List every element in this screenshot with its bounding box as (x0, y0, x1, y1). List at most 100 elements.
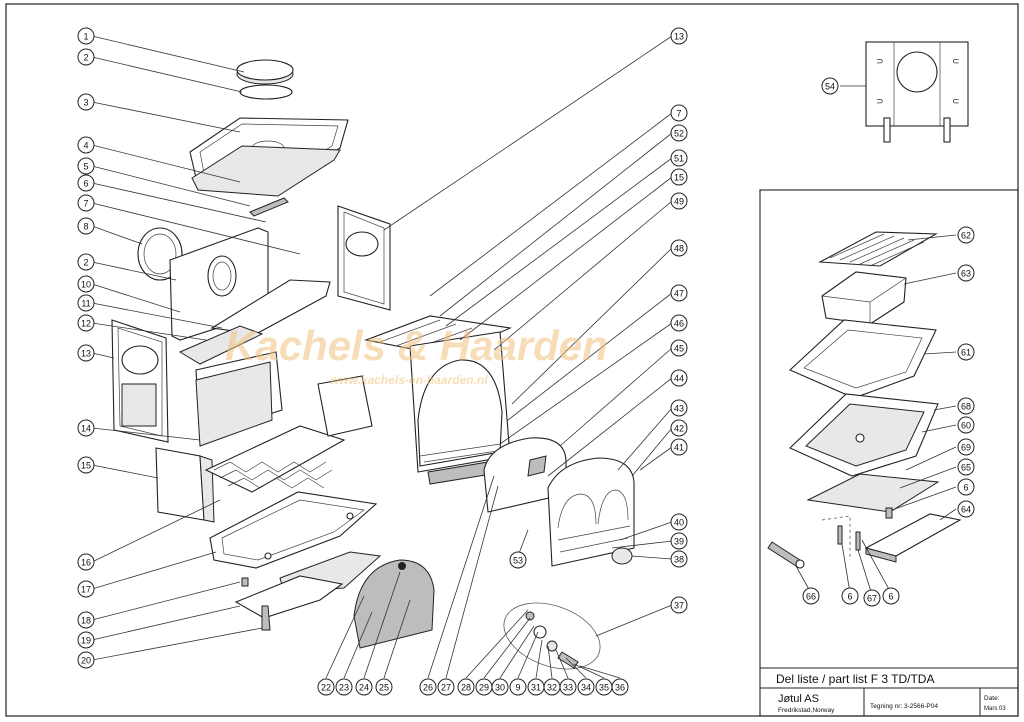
callout-circle (670, 192, 688, 210)
callout-circle (491, 678, 509, 696)
callout-c34: 34 (577, 678, 595, 696)
stove-top-group (189, 59, 349, 217)
callout-c67: 67 (863, 589, 881, 607)
callout-c27: 27 (437, 678, 455, 696)
callout-circle (77, 580, 95, 598)
callout-number: 25 (379, 683, 389, 693)
callout-number: 65 (961, 463, 971, 473)
callout-number: 53 (513, 556, 523, 566)
callout-c54: 54 (821, 77, 839, 95)
callout-c12: 12 (77, 314, 95, 332)
callout-number: 45 (674, 344, 684, 354)
callout-circle (670, 419, 688, 437)
callout-c1: 1 (77, 27, 95, 45)
callout-circle (670, 314, 688, 332)
callout-c18: 18 (77, 611, 95, 629)
callout-circle (437, 678, 455, 696)
callout-c7b: 7 (670, 104, 688, 122)
callout-c24: 24 (355, 678, 373, 696)
callout-circle (802, 587, 820, 605)
callout-c63: 63 (957, 264, 975, 282)
callout-c6b: 6 (957, 478, 975, 496)
callout-number: 17 (81, 585, 91, 595)
callout-number: 11 (81, 299, 90, 309)
callout-circle (77, 294, 95, 312)
callout-number: 54 (825, 82, 835, 92)
callout-number: 51 (674, 154, 684, 164)
callout-c13b: 13 (670, 27, 688, 45)
callout-c2a: 2 (77, 48, 95, 66)
callout-number: 47 (674, 289, 684, 299)
callout-c19: 19 (77, 631, 95, 649)
callout-c33: 33 (559, 678, 577, 696)
callout-circle (77, 253, 95, 271)
callout-number: 67 (867, 594, 877, 604)
callout-circle (882, 587, 900, 605)
callout-c38: 38 (670, 550, 688, 568)
callout-circle (957, 438, 975, 456)
callout-number: 15 (81, 461, 91, 471)
callout-number: 69 (961, 443, 971, 453)
callout-circle (670, 550, 688, 568)
callout-c65: 65 (957, 458, 975, 476)
callout-number: 38 (674, 555, 684, 565)
callout-c44: 44 (670, 369, 688, 387)
callout-circle (821, 77, 839, 95)
callout-circle (670, 438, 688, 456)
callout-number: 64 (961, 505, 971, 515)
callout-number: 39 (674, 537, 684, 547)
callout-number: 23 (339, 683, 349, 693)
callout-circle (77, 174, 95, 192)
callout-c48: 48 (670, 239, 688, 257)
callout-circle (670, 284, 688, 302)
callout-c40: 40 (670, 513, 688, 531)
callout-c6d: 6 (882, 587, 900, 605)
callout-number: 12 (81, 319, 91, 329)
callout-number: 52 (674, 129, 684, 139)
callout-c25: 25 (375, 678, 393, 696)
callout-c53: 53 (509, 551, 527, 569)
callout-number: 8 (83, 222, 88, 232)
callout-number: 28 (461, 683, 471, 693)
watermark-main: Kachels & Haarden (225, 322, 608, 369)
callout-circle (355, 678, 373, 696)
callout-circle (77, 611, 95, 629)
callout-circle (77, 419, 95, 437)
callout-circle (670, 27, 688, 45)
callout-c45: 45 (670, 339, 688, 357)
callout-circle (77, 275, 95, 293)
callout-circle (77, 48, 95, 66)
callout-c17: 17 (77, 580, 95, 598)
callout-number: 35 (599, 683, 609, 693)
callout-number: 36 (615, 683, 625, 693)
svg-text:⊂: ⊂ (952, 96, 960, 106)
callout-circle (957, 226, 975, 244)
callout-c51: 51 (670, 149, 688, 167)
callout-circle (670, 369, 688, 387)
callout-c32: 32 (543, 678, 561, 696)
callout-c13a: 13 (77, 344, 95, 362)
callout-number: 22 (321, 683, 331, 693)
callout-circle (419, 678, 437, 696)
title-block: Del liste / part list F 3 TD/TDA Jøtul A… (760, 667, 1018, 716)
callout-c61: 61 (957, 343, 975, 361)
callout-circle (509, 551, 527, 569)
callout-number: 4 (83, 141, 88, 151)
date-value: Mars 03 (984, 706, 1006, 712)
callout-number: 66 (806, 592, 816, 602)
burner-parts-box (759, 189, 1019, 717)
svg-text:⊂: ⊂ (952, 56, 960, 66)
callout-circle (670, 339, 688, 357)
callout-number: 6 (847, 592, 852, 602)
callout-circle (457, 678, 475, 696)
callout-number: 3 (83, 98, 88, 108)
callout-number: 30 (495, 683, 505, 693)
callout-c46: 46 (670, 314, 688, 332)
callout-c49: 49 (670, 192, 688, 210)
callout-number: 48 (674, 244, 684, 254)
callout-circle (375, 678, 393, 696)
callout-circle (509, 678, 527, 696)
callout-number: 5 (83, 162, 88, 172)
stove-grate-and-base (204, 425, 382, 631)
callout-c69: 69 (957, 438, 975, 456)
